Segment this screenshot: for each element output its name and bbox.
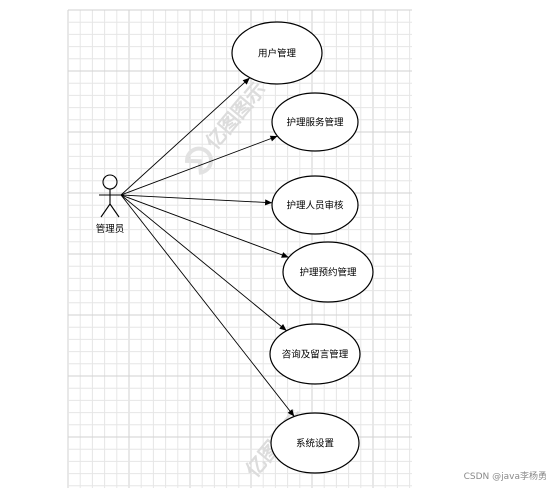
arrowhead-icon (279, 323, 287, 331)
arrowhead-icon (242, 77, 250, 85)
use-case-2: 护理服务管理 (271, 92, 359, 152)
actor-admin: 管理员 (96, 174, 125, 235)
association-line (120, 194, 287, 332)
arrowhead-icon (264, 199, 273, 206)
use-case-label: 护理预约管理 (299, 267, 357, 279)
use-case-ellipse (271, 92, 359, 152)
use-case-1: 用户管理 (231, 21, 323, 85)
use-case-6: 系统设置 (270, 412, 360, 474)
use-case-3: 护理人员审核 (271, 175, 359, 235)
use-case-ellipse (270, 412, 360, 474)
use-case-label: 用户管理 (258, 48, 297, 60)
actor-right-leg (109, 203, 120, 218)
use-case-label: 系统设置 (296, 438, 334, 450)
use-case-label: 护理服务管理 (286, 117, 344, 129)
watermark-logo-icon (185, 146, 213, 175)
association-line (120, 194, 289, 258)
arrowhead-icon (281, 252, 289, 258)
association-line (120, 194, 295, 417)
association-line (120, 135, 278, 196)
association-line (120, 194, 273, 204)
credit-text: CSDN @java李杨勇 (463, 472, 547, 482)
use-case-ellipse (271, 175, 359, 235)
actor-left-leg (100, 203, 111, 218)
use-case-4: 护理预约管理 (282, 241, 374, 303)
arrowhead-icon (287, 409, 295, 417)
arrowhead-icon (269, 135, 278, 142)
actor-label: 管理员 (96, 223, 125, 235)
use-case-ellipse (282, 241, 374, 303)
use-case-label: 咨询及留言管理 (282, 349, 349, 361)
use-case-label: 护理人员审核 (286, 200, 344, 212)
use-case-ellipse (231, 21, 323, 85)
use-case-5: 咨询及留言管理 (269, 323, 361, 385)
associations (120, 77, 295, 417)
use-case-ellipse (269, 323, 361, 385)
background-grid (67, 9, 412, 488)
association-line (120, 77, 251, 196)
